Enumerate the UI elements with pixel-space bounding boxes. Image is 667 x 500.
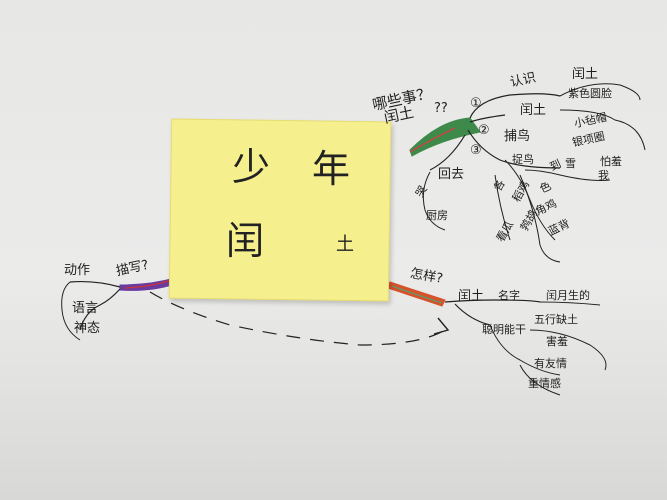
upper-branch-arc-3 — [467, 129, 561, 169]
upper-branch-arc-4 — [429, 134, 466, 171]
title-sticky-note — [168, 118, 392, 302]
lower-leaf-b: 闰月生的 — [546, 289, 590, 302]
upper-node3-arc — [422, 171, 446, 231]
upper-node-1-leaf: 闰土 — [572, 67, 599, 82]
upper-node-1-sub: 闰土 — [520, 103, 547, 118]
upper-node-3-leaf-a: 厨房 — [426, 209, 448, 222]
lower-node: 闰土 — [458, 289, 485, 304]
upper-number-3: ③ — [470, 143, 482, 158]
lower-branch-arc-4 — [489, 324, 561, 376]
lower-branch-arc-2 — [454, 303, 491, 326]
left-leaf-b: 语言 — [72, 301, 99, 316]
title-char-shao: 少 — [232, 145, 271, 189]
upper-node-2: 捕鸟 — [504, 129, 531, 144]
left-branch-arc-1 — [69, 280, 121, 288]
lower-leaf-c: 五行缺土 — [534, 313, 578, 326]
lower-leaf-e: 害羞 — [546, 335, 568, 348]
upper-node2-arc — [504, 159, 556, 241]
dashed-arrow — [149, 291, 446, 346]
upper-number-1: ① — [470, 96, 482, 111]
left-branch-arc-3 — [61, 281, 81, 341]
upper-node1-arc — [559, 83, 641, 101]
upper-node-2-leaf-b: 雪 — [565, 157, 576, 170]
upper-branch-stem — [409, 117, 481, 157]
title-char-nian: 年 — [312, 147, 351, 191]
lower-leaf-f: 有友情 — [534, 357, 567, 370]
dashed-arrow-head — [433, 317, 450, 335]
left-branch-arc-2 — [79, 288, 121, 331]
upper-lower-loop-b — [519, 174, 561, 263]
upper-node-1-leaf-a: 紫色圆脸 — [568, 87, 612, 100]
lower-leaf-d: 聪明能干 — [482, 323, 526, 336]
upper-branch-arc-1 — [469, 93, 561, 119]
lower-branch-stem-green — [391, 285, 443, 304]
lower-leaf-g: 重情感 — [528, 377, 561, 390]
lower-branch-arc-3 — [539, 301, 601, 306]
upper-node-2-leaf-a: 捉鸟 — [512, 153, 534, 166]
lower-branch-arc-6 — [519, 364, 561, 396]
left-leaf-c: 神态 — [74, 321, 101, 336]
upper-node2-arc-b — [524, 169, 611, 181]
lower-branch-arc-5 — [529, 329, 607, 371]
upper-branch-arc-2 — [469, 114, 506, 123]
lower-branch-stem — [387, 281, 446, 307]
upper-lower-loop — [494, 174, 511, 241]
lower-leaf-a: 名字 — [498, 289, 520, 302]
upper-question-marks: ?? — [434, 101, 448, 116]
left-branch-stem-red — [124, 279, 173, 289]
title-char-tu: 土 — [336, 234, 354, 255]
upper-node-3: 回去 — [438, 167, 465, 182]
left-branch-stem — [119, 277, 176, 291]
upper-node1-arc-b — [559, 109, 646, 151]
upper-node-1-leaf-e: 我 — [598, 169, 609, 182]
upper-number-2: ② — [478, 123, 490, 138]
upper-node-1-leaf-d: 怕羞 — [600, 155, 622, 168]
lower-branch-arc-1 — [444, 299, 541, 303]
title-char-run: 闰 — [226, 219, 265, 263]
upper-branch-stem-red — [409, 127, 456, 153]
left-leaf-a: 动作 — [64, 263, 91, 278]
